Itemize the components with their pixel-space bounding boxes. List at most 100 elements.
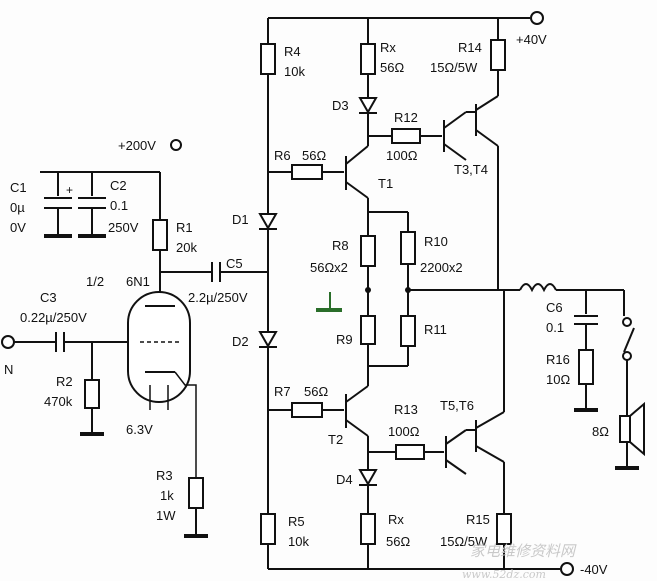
resistor-r1 [152, 219, 212, 300]
label-rx-bottom-name: Rx [388, 512, 404, 527]
label-heater: 6.3V [126, 422, 153, 437]
label-r16-value: 10Ω [546, 372, 570, 387]
label-t3-t4: T3,T4 [454, 162, 488, 177]
label-r14-name: R14 [458, 40, 482, 55]
label-r16-name: R16 [546, 352, 570, 367]
transistor-t2 [345, 366, 369, 452]
output-switch [622, 290, 635, 416]
resistor-r14 [490, 18, 506, 290]
label-r2-value: 470k [44, 394, 73, 409]
label-c3-name: C3 [40, 290, 57, 305]
label-r10-value: 2200x2 [420, 260, 463, 275]
plus-200v-line [40, 139, 182, 220]
label-speaker: 8Ω [592, 424, 609, 439]
label-rx-bottom-value: 56Ω [386, 534, 410, 549]
transistor-t1 [345, 136, 369, 212]
label-c2-voltage: 250V [108, 220, 139, 235]
label-r8-name: R8 [332, 238, 349, 253]
diode-d2 [258, 331, 278, 514]
label-c3-value: 0.22µ/250V [20, 310, 87, 325]
label-c1-value: 0µ [10, 200, 25, 215]
resistor-r2 [80, 342, 104, 436]
output-inductor [519, 283, 624, 293]
diode-d1 [258, 213, 278, 332]
label-r13-value: 100Ω [388, 424, 420, 439]
label-r6-name: R6 [274, 148, 291, 163]
label-t2: T2 [328, 432, 343, 447]
label-r3-power: 1W [156, 508, 176, 523]
label-r15-name: R15 [466, 512, 490, 527]
label-r15-value: 15Ω/5W [440, 534, 488, 549]
transistor-t5-t6 [445, 290, 505, 475]
resistor-r7 [268, 402, 344, 418]
label-d3: D3 [332, 98, 349, 113]
label-rx-top-name: Rx [380, 40, 396, 55]
diode-d4 [358, 452, 378, 514]
label-c2-value: 0.1 [110, 198, 128, 213]
speaker-icon [615, 401, 645, 470]
label-r3-name: R3 [156, 468, 173, 483]
label-d4: D4 [336, 472, 353, 487]
label-r11-name: R11 [424, 322, 447, 337]
tube-6n1 [127, 291, 197, 478]
label-r7-value: 56Ω [304, 384, 328, 399]
bias-network [316, 211, 520, 367]
resistor-rx-bottom [360, 513, 376, 569]
capacitor-c6 [574, 290, 598, 350]
label-plus-40v: +40V [516, 32, 547, 47]
label-r5-name: R5 [288, 514, 305, 529]
label-rx-top-value: 56Ω [380, 60, 404, 75]
label-r6-value: 56Ω [302, 148, 326, 163]
svg-text:+: + [66, 183, 73, 197]
label-d2: D2 [232, 334, 249, 349]
label-r4-name: R4 [284, 44, 301, 59]
label-c1-name: C1 [10, 180, 27, 195]
label-r7-name: R7 [274, 384, 291, 399]
label-r10-name: R10 [424, 234, 448, 249]
label-tube-half: 1/2 [86, 274, 104, 289]
capacitor-c3 [55, 332, 128, 352]
resistor-r15 [496, 462, 512, 569]
label-r3-value: 1k [160, 488, 174, 503]
label-r8-value: 56Ωx2 [310, 260, 348, 275]
resistor-r4 [260, 18, 276, 214]
resistor-r16 [574, 349, 598, 412]
label-plus-200v: +200V [118, 138, 156, 153]
resistor-rx-top [360, 18, 376, 98]
label-r1-name: R1 [176, 220, 193, 235]
label-c5-name: C5 [226, 256, 243, 271]
label-r2-name: R2 [56, 374, 73, 389]
label-c5-value: 2.2µ/250V [188, 290, 248, 305]
minus-40v-rail [268, 562, 574, 576]
watermark-text: 家电维修资料网 [470, 542, 577, 560]
resistor-r12 [368, 128, 442, 144]
label-c6-value: 0.1 [546, 320, 564, 335]
label-c1-voltage: 0V [10, 220, 26, 235]
label-t5-t6: T5,T6 [440, 398, 474, 413]
label-r12-name: R12 [394, 110, 418, 125]
plus-40v-rail [268, 11, 544, 25]
label-input: N [4, 362, 13, 377]
capacitor-c1: + [44, 172, 73, 238]
label-r13-name: R13 [394, 402, 418, 417]
capacitor-c5 [211, 262, 268, 282]
resistor-r13 [368, 444, 444, 460]
label-r4-value: 10k [284, 64, 305, 79]
input-terminal [1, 335, 56, 349]
label-r14-value: 15Ω/5W [430, 60, 478, 75]
label-d1: D1 [232, 212, 249, 227]
label-c2-name: C2 [110, 178, 127, 193]
label-r12-value: 100Ω [386, 148, 418, 163]
capacitor-c2 [78, 172, 106, 238]
label-tube-type: 6N1 [126, 274, 150, 289]
label-r9-name: R9 [336, 332, 353, 347]
diode-d3 [358, 97, 378, 136]
label-r5-value: 10k [288, 534, 309, 549]
transistor-t3-t4 [443, 95, 499, 161]
label-t1: T1 [378, 176, 393, 191]
label-c6-name: C6 [546, 300, 563, 315]
watermark-url: www.52dz.com [462, 568, 546, 581]
resistor-r3 [184, 477, 208, 538]
